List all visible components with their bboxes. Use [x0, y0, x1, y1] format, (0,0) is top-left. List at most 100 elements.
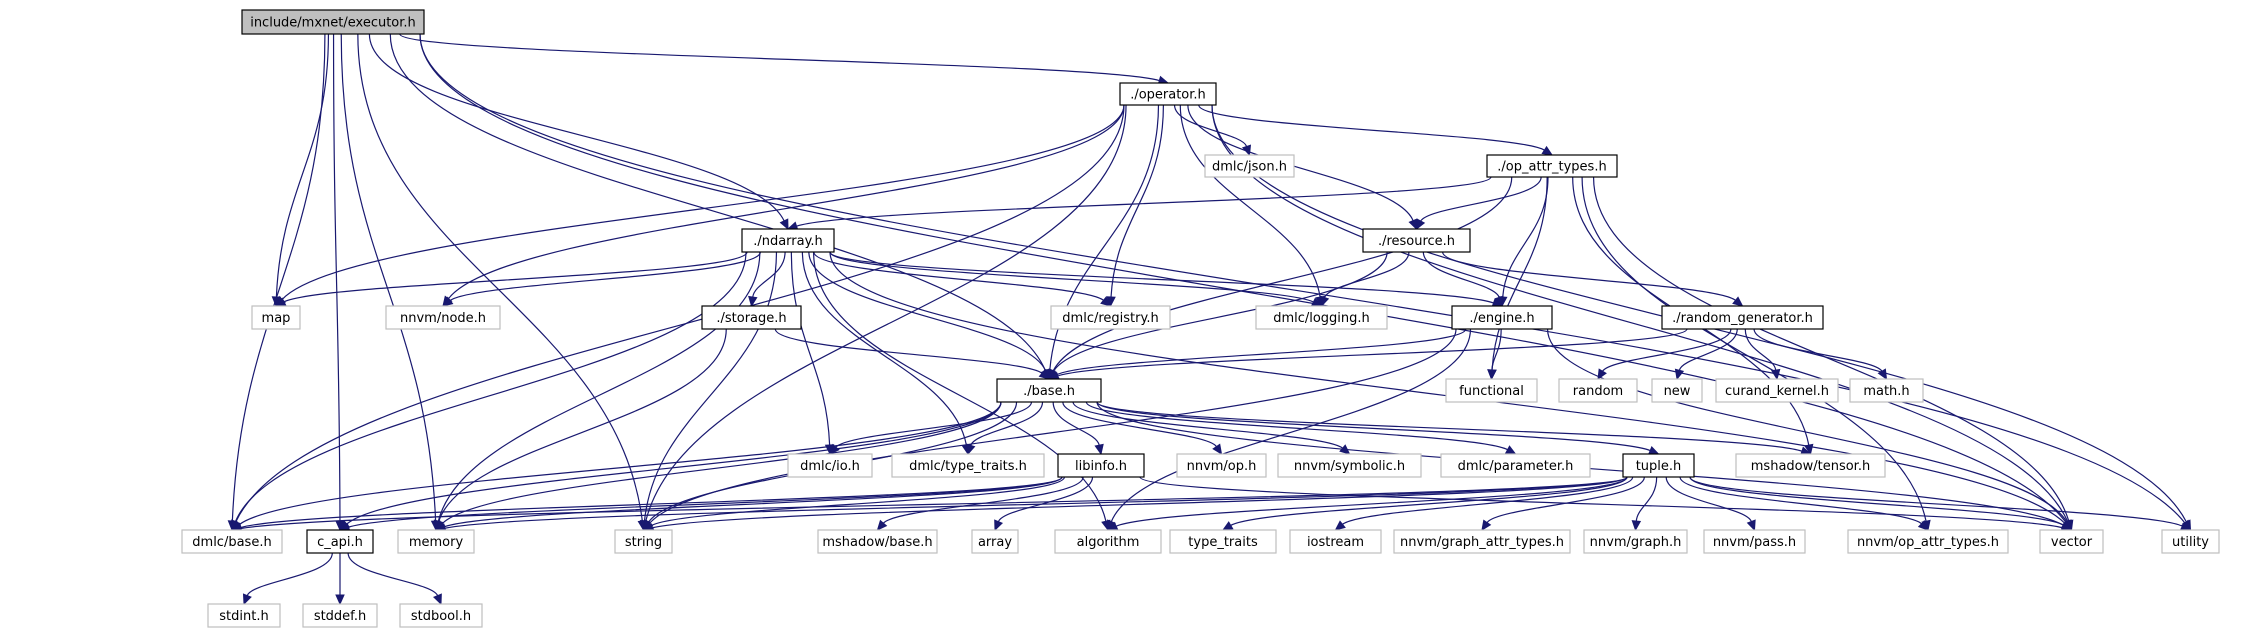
node-iostream: iostream: [1289, 529, 1382, 554]
edge-line: [399, 33, 1160, 82]
node-box: [1289, 529, 1382, 554]
edge-ndarray-to-base: [808, 251, 1050, 381]
edges-layer: [227, 33, 2192, 606]
arrowhead-icon: [1212, 443, 1223, 456]
edge-ndarray-to-dmlcbase: [231, 251, 747, 532]
edge-line: [1486, 476, 1645, 523]
edge-line: [651, 476, 1065, 527]
node-base[interactable]: ./base.h: [996, 378, 1102, 403]
arrowhead-icon: [433, 593, 442, 606]
edge-line: [332, 33, 341, 522]
node-graph: nnvm/graph.h: [1583, 529, 1688, 554]
node-label: math.h: [1863, 384, 1909, 399]
node-label: algorithm: [1077, 535, 1140, 550]
node-box: [397, 529, 475, 554]
node-box: [1849, 378, 1924, 403]
arrowhead-icon: [1038, 369, 1050, 380]
node-label: array: [978, 535, 1012, 550]
node-executor[interactable]: include/mxnet/executor.h: [241, 9, 425, 35]
edge-base-to-libinfo: [1052, 401, 1104, 456]
node-label: ./engine.h: [1469, 311, 1534, 326]
node-randgen[interactable]: ./random_generator.h: [1661, 305, 1824, 330]
node-operator[interactable]: ./operator.h: [1119, 82, 1217, 106]
edge-engine-to-vector: [1546, 328, 2073, 532]
node-box: [181, 529, 283, 554]
arrowhead-icon: [335, 594, 345, 606]
edge-line: [389, 33, 1047, 371]
node-vector: vector: [2039, 529, 2104, 554]
edge-line: [813, 251, 1107, 522]
edge-line: [1072, 401, 1344, 449]
node-dmlcbase: dmlc/base.h: [181, 529, 283, 554]
arrowhead-icon: [1241, 144, 1252, 157]
node-label: ./storage.h: [716, 311, 786, 326]
node-random: random: [1558, 378, 1638, 403]
node-memory: memory: [397, 529, 475, 554]
node-pass: nnvm/pass.h: [1703, 529, 1806, 554]
node-box: [2161, 529, 2220, 554]
arrowhead-icon: [1770, 368, 1781, 381]
edge-base-to-tensor: [1096, 401, 1812, 456]
node-ndarray[interactable]: ./ndarray.h: [741, 228, 835, 253]
arrowhead-icon: [994, 519, 1004, 532]
arrowhead-icon: [1674, 368, 1685, 381]
edge-line: [1744, 328, 1777, 371]
node-label: mshadow/tensor.h: [1751, 459, 1870, 474]
edge-line: [774, 328, 1043, 374]
arrowhead-icon: [1631, 520, 1642, 532]
arrowhead-icon: [1504, 445, 1517, 455]
node-opattr[interactable]: ./op_attr_types.h: [1486, 154, 1618, 178]
node-json: dmlc/json.h: [1204, 154, 1295, 178]
edge-line: [1602, 328, 1732, 372]
node-capi[interactable]: c_api.h: [306, 529, 374, 554]
edge-line: [240, 476, 1063, 529]
arrowhead-icon: [876, 519, 888, 531]
edge-line: [246, 552, 333, 596]
node-storage[interactable]: ./storage.h: [701, 305, 802, 330]
node-functional: functional: [1445, 378, 1538, 403]
edge-ndarray-to-engine: [829, 251, 1504, 308]
node-box: [1277, 453, 1422, 478]
edge-tuple-to-utility: [1689, 476, 2192, 531]
arrowhead-icon: [1094, 443, 1104, 456]
arrowhead-icon: [2060, 520, 2073, 531]
arrowhead-icon: [1917, 519, 1929, 531]
edge-line: [346, 401, 1002, 525]
node-box: [1558, 378, 1638, 403]
node-label: map: [262, 311, 291, 326]
edge-ndarray-to-map: [274, 251, 748, 307]
edge-line: [1057, 328, 1688, 377]
edge-storage-to-base: [774, 328, 1050, 380]
node-nnvmop: nnvm/op.h: [1176, 453, 1267, 478]
edge-capi-to-stdbool: [347, 552, 442, 606]
node-box: [1486, 154, 1618, 178]
edge-tuple-to-vector: [1689, 476, 2073, 531]
edge-randgen-to-math: [1753, 328, 1888, 381]
edge-tuple-to-graph: [1631, 476, 1658, 532]
edge-line: [240, 476, 1628, 530]
edge-line: [437, 251, 761, 522]
node-box: [891, 453, 1045, 478]
node-box: [1703, 529, 1806, 554]
arrowhead-icon: [1106, 296, 1116, 308]
edge-line: [234, 251, 747, 522]
node-resource[interactable]: ./resource.h: [1362, 228, 1471, 253]
edge-line: [1179, 104, 1321, 298]
node-libinfo[interactable]: libinfo.h: [1057, 453, 1145, 478]
edge-tuple-to-nnvmopattr: [1679, 476, 1929, 531]
edge-line: [449, 251, 761, 302]
node-label: nnvm/graph.h: [1590, 535, 1682, 550]
node-engine[interactable]: ./engine.h: [1451, 305, 1553, 330]
edge-capi-to-stdint: [242, 552, 333, 606]
edge-line: [231, 33, 326, 522]
edge-line: [1491, 328, 1502, 371]
node-box: [1050, 305, 1171, 330]
node-algorithm: algorithm: [1054, 529, 1162, 554]
node-box: [1255, 305, 1388, 330]
node-new: new: [1651, 378, 1703, 403]
edge-line: [1211, 104, 2069, 523]
node-label: tuple.h: [1636, 459, 1682, 474]
node-tuple[interactable]: tuple.h: [1622, 453, 1695, 478]
edge-line: [643, 251, 778, 522]
edge-line: [1096, 401, 1651, 452]
